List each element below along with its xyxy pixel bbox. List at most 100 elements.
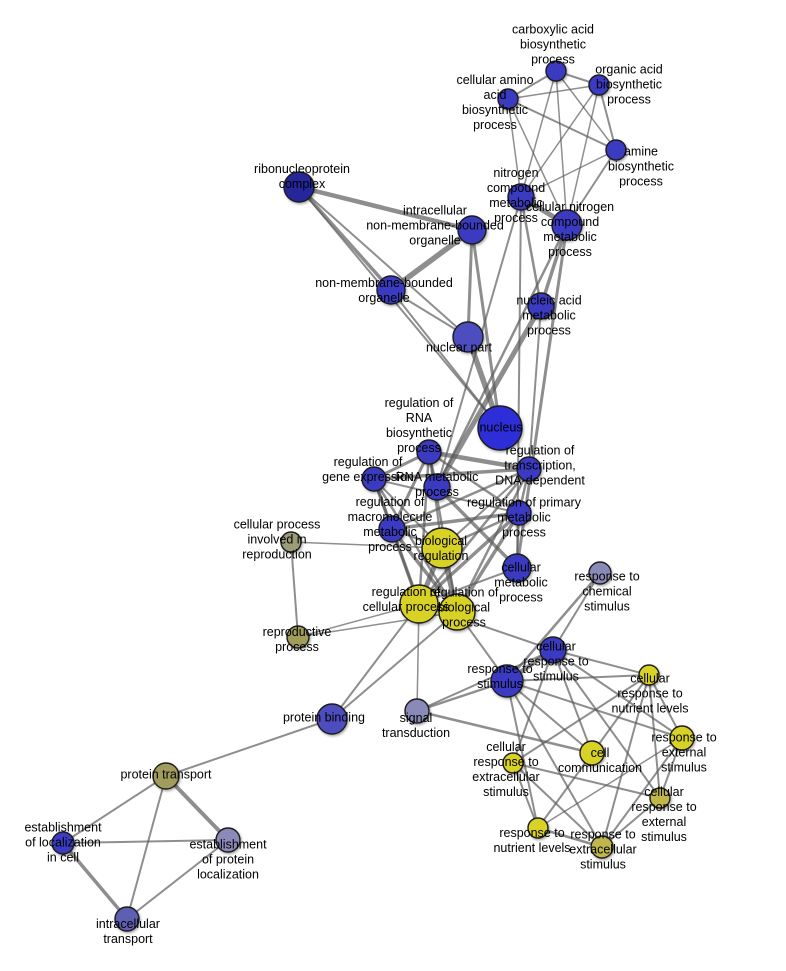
node-reg_macromolecule[interactable] — [378, 515, 406, 543]
node-signal_trans[interactable] — [404, 698, 430, 724]
node-bio_reg[interactable] — [421, 527, 463, 569]
edge-cell_resp_stim--cell_resp_nutrient — [552, 649, 650, 676]
node-amine[interactable] — [605, 139, 627, 161]
node-label-cell_resp_nutrient: cellular — [630, 671, 670, 685]
node-organic_acid[interactable] — [588, 74, 610, 96]
edge-protein_transport--est_protein_loc — [164, 774, 230, 842]
node-label-cell_comm: cell — [591, 746, 610, 760]
node-label-nmb: non-membrane-bounded — [315, 276, 453, 290]
node-reg_rna_bio[interactable] — [416, 439, 442, 465]
node-label-est_loc_in_cell: in cell — [47, 850, 79, 864]
edge-protein_binding--protein_transport — [165, 718, 333, 777]
node-protein_transport[interactable] — [152, 762, 180, 790]
node-est_loc_in_cell[interactable] — [51, 831, 75, 855]
node-label-reg_primary: metabolic — [497, 510, 551, 524]
node-label-cellular_met: cellular — [501, 560, 541, 574]
node-reg_primary[interactable] — [506, 500, 532, 526]
node-label-rna_met: process — [415, 485, 459, 499]
node-label-cell_proc_repro: reproduction — [242, 547, 312, 561]
node-resp_chem[interactable] — [588, 561, 612, 585]
node-ribo[interactable] — [283, 171, 315, 203]
edge-intra_nmb--nucleus — [470, 228, 502, 430]
node-label-cell_comm: communication — [558, 761, 642, 775]
node-label-cellular_met: metabolic — [494, 575, 548, 589]
edge-intra_nmb--nuclear_part — [466, 228, 474, 339]
node-label-resp_nutrient: response to — [499, 826, 564, 840]
edge-amine--nitrogen — [520, 149, 617, 198]
node-label-cell_resp_external: response to — [631, 800, 696, 814]
node-label-cell_resp_stim: response to — [523, 654, 588, 668]
node-label-nmb: organelle — [358, 291, 409, 305]
edge-nitrogen--nucleic — [519, 195, 543, 308]
node-cellular_met[interactable] — [502, 553, 532, 583]
node-label-reg_macromolecule: regulation of — [356, 495, 425, 509]
node-label-cellular_amino: acid — [484, 88, 507, 102]
node-resp_external[interactable] — [669, 725, 695, 751]
node-cell_proc_repro[interactable] — [280, 531, 302, 553]
node-label-organic_acid: organic acid — [595, 62, 662, 76]
node-intracell_transport[interactable] — [114, 906, 140, 932]
node-cellular_amino[interactable] — [497, 88, 519, 110]
node-cell_resp_extracell[interactable] — [502, 752, 524, 774]
node-label-reg_transcription: regulation of — [506, 443, 575, 457]
node-resp_extracell[interactable] — [590, 835, 614, 859]
edge-protein_transport--est_loc_in_cell — [62, 775, 167, 844]
node-label-cell_nitrogen: compound — [541, 215, 599, 229]
node-cell_resp_external[interactable] — [649, 787, 671, 809]
node-cell_comm[interactable] — [579, 740, 605, 766]
node-carboxylic[interactable] — [545, 60, 567, 82]
node-cell_resp_stim[interactable] — [539, 636, 567, 664]
edge-cell_resp_extracell--resp_nutrient — [512, 762, 539, 829]
edge-ribo--intra_nmb — [296, 184, 475, 233]
node-rna_met[interactable] — [423, 473, 451, 501]
node-label-ribo: ribonucleoprotein — [254, 162, 350, 176]
node-nuclear_part[interactable] — [452, 321, 484, 353]
node-label-cell_proc_repro: involved in — [247, 532, 306, 546]
node-label-resp_nutrient: nutrient levels — [493, 841, 570, 855]
edge-organic_acid--cell_nitrogen — [566, 84, 600, 226]
node-reg_transcription[interactable] — [516, 456, 542, 482]
node-protein_binding[interactable] — [316, 703, 348, 735]
node-label-ribo: complex — [279, 177, 326, 191]
edge-cell_resp_stim--resp_chem — [552, 572, 601, 651]
node-label-cell_resp_stim: stimulus — [533, 669, 579, 683]
edge-organic_acid--cellular_amino — [507, 84, 600, 100]
node-label-est_loc_in_cell: establishment — [24, 820, 102, 834]
node-reg_biological[interactable] — [438, 593, 476, 631]
node-reg_cellular[interactable] — [399, 584, 439, 624]
node-cell_resp_nutrient[interactable] — [638, 664, 660, 686]
node-resp_nutrient[interactable] — [527, 817, 549, 839]
node-label-cell_resp_external: external — [642, 815, 686, 829]
node-nitrogen[interactable] — [507, 183, 535, 211]
node-intra_nmb[interactable] — [457, 215, 487, 245]
edge-cell_resp_nutrient--resp_extracell — [601, 674, 650, 848]
node-label-reg_rna_bio: RNA — [406, 411, 433, 425]
node-label-intra_nmb: non-membrane-bounded — [366, 218, 504, 232]
node-label-organic_acid: biosynthetic — [596, 77, 662, 91]
edge-resp_external--resp_extracell — [601, 737, 683, 848]
node-cell_nitrogen[interactable] — [551, 209, 583, 241]
node-reg_gene_expr[interactable] — [361, 466, 387, 492]
edge-nucleic--reg_transcription — [528, 305, 542, 470]
node-label-reg_rna_bio: biosynthetic — [386, 426, 452, 440]
node-nucleic[interactable] — [527, 292, 555, 320]
edge-est_loc_in_cell--est_protein_loc — [62, 839, 229, 844]
node-nucleus[interactable] — [477, 405, 523, 451]
edge-cell_resp_nutrient--cell_resp_external — [648, 674, 661, 799]
node-label-signal_trans: signal — [400, 711, 433, 725]
node-label-cell_nitrogen: cellular nitrogen — [526, 200, 614, 214]
node-reproductive[interactable] — [286, 625, 310, 649]
edge-cell_resp_extracell--cell_resp_external — [512, 762, 661, 799]
node-label-cell_resp_external: cellular — [644, 785, 684, 799]
edge-cell_resp_external--resp_extracell — [601, 797, 661, 848]
edge-reg_gene_expr--reg_biological — [372, 477, 459, 614]
node-label-resp_chem: stimulus — [584, 599, 630, 613]
node-nmb[interactable] — [376, 275, 406, 305]
node-label-est_protein_loc: establishment — [189, 837, 267, 851]
node-est_protein_loc[interactable] — [215, 827, 241, 853]
edge-rna_met--cellular_met — [435, 485, 519, 570]
node-label-est_loc_in_cell: of localization — [25, 835, 101, 849]
node-resp_stimulus[interactable] — [490, 664, 524, 698]
edge-cellular_amino--amine — [507, 98, 617, 151]
edge-cell_resp_extracell--resp_extracell — [512, 762, 603, 848]
